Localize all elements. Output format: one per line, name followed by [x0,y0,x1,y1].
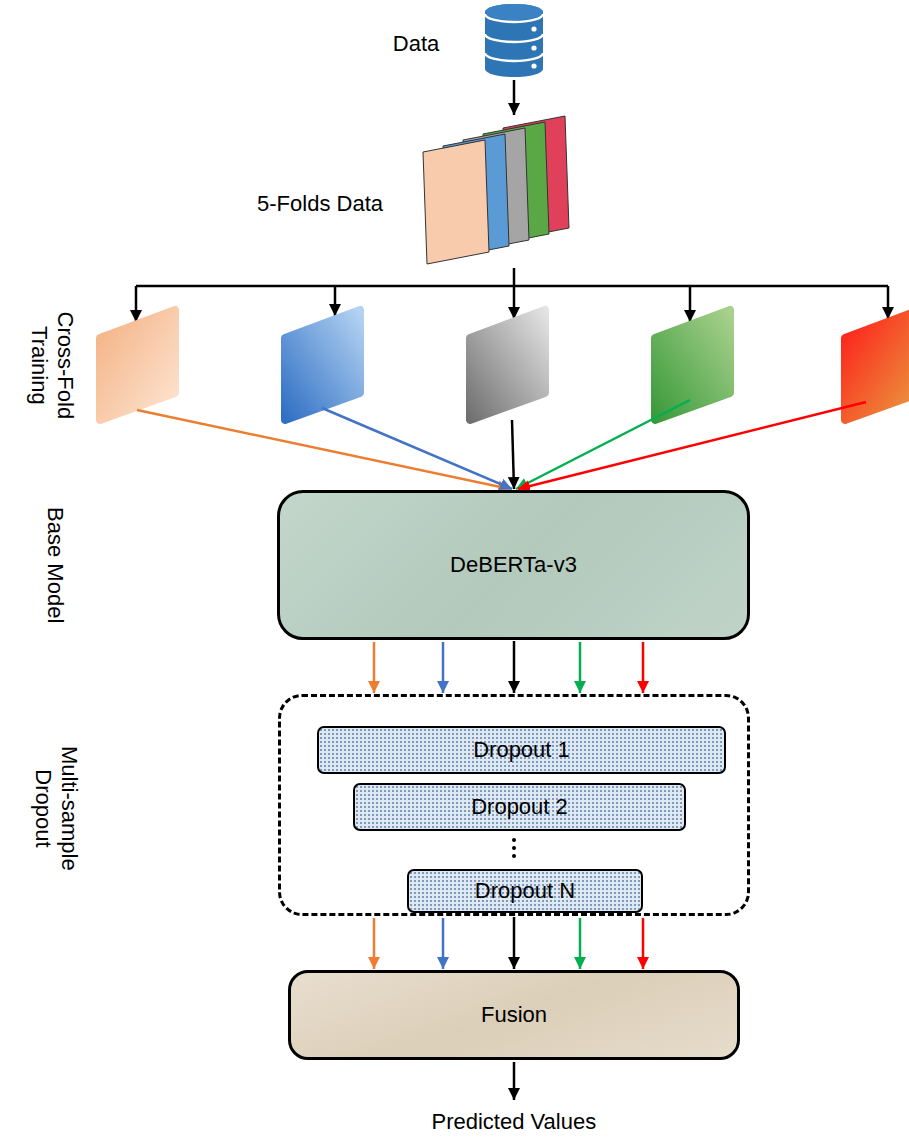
fold-lines [137,400,866,489]
fold-card [423,140,489,264]
database-shape [485,3,543,79]
box-label: DeBERTa-v3 [450,552,577,578]
fold-arrows [374,642,643,693]
model-box: DeBERTa-v3 [277,490,750,640]
database-lid [485,4,543,20]
database-dot [531,63,536,68]
icon-label: 5-Folds Data [257,191,383,217]
database-body [485,4,543,77]
fusion-box: Fusion [288,970,740,1060]
database-dot [531,26,536,31]
box-label: Dropout N [475,878,575,904]
box-label: Dropout 1 [473,737,570,763]
database-band [485,14,543,22]
flow-arrow [513,917,516,969]
output-label: Predicted Values [432,1109,597,1135]
box-label: Fusion [481,1002,547,1028]
stage-label: Base Model [42,455,68,675]
database-icon: Data [485,3,543,79]
folds-stack: 5-Folds Data [415,116,580,268]
dropout-box: Dropout 2 [353,783,686,831]
box-label: Dropout 2 [471,794,568,820]
group-label: Multi-sample Dropout [30,733,83,883]
stage-label: Cross-Fold Training [26,300,79,430]
ellipsis-dots [512,838,516,858]
split-arrows [136,268,888,322]
flow-arrow [513,641,516,693]
database-band [485,34,543,42]
stack-shape [415,116,580,268]
fold-shapes [100,310,909,420]
dropout-box: Dropout N [407,869,643,913]
dropout-box: Dropout 1 [317,726,726,774]
flow-arrow [513,80,516,115]
icon-label: Data [393,31,439,57]
database-band [485,53,543,61]
output-arrow [513,1062,516,1100]
database-dot [531,45,536,50]
fold-arrows [374,918,643,969]
dropout-group: Multi-sample DropoutDropout 1Dropout 2Dr… [278,694,750,916]
